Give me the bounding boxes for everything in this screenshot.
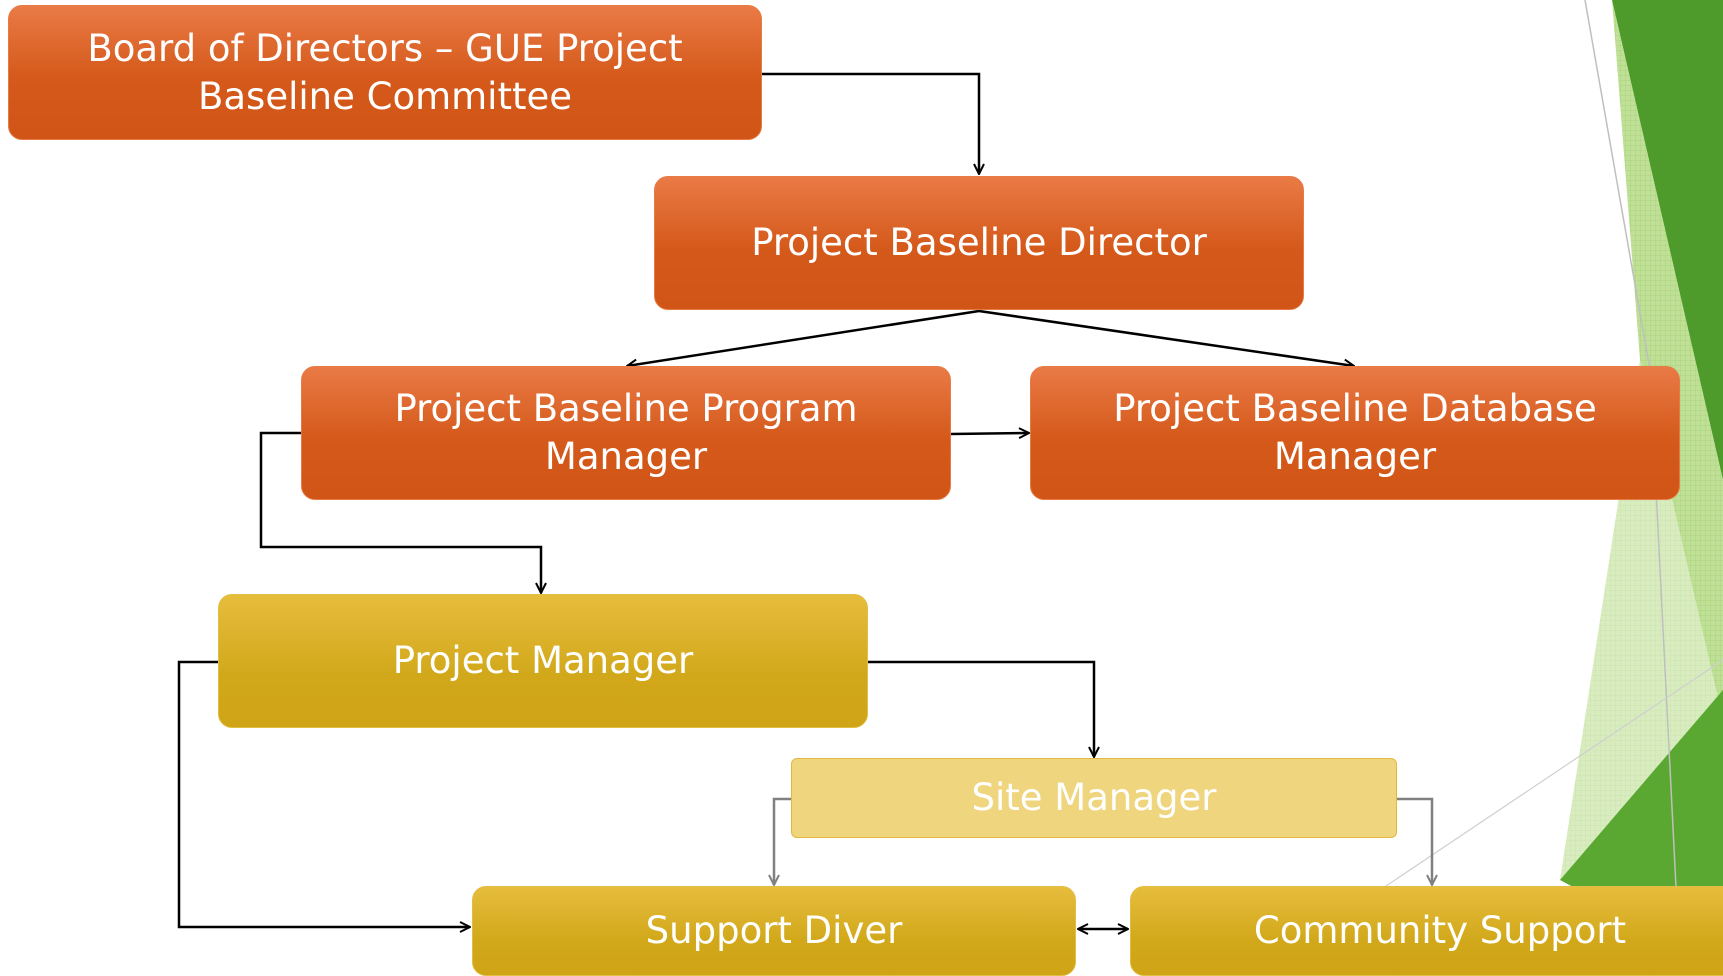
connector-site-manager-to-community-support <box>1397 797 1432 885</box>
support-diver-label: Support Diver <box>645 909 903 952</box>
program-manager-label-line1: Project Baseline Program <box>394 387 858 430</box>
project-manager-label: Project Manager <box>392 639 694 682</box>
support-diver-box: Support Diver <box>472 886 1076 976</box>
program-manager-label-line2: Manager <box>544 435 708 478</box>
connector-director-to-program-manager <box>627 309 980 366</box>
connector-site-manager-to-support-diver <box>774 797 791 885</box>
site-manager-box: Site Manager <box>791 758 1397 838</box>
connector-director-to-database-manager <box>978 309 1354 366</box>
connector-board-to-director <box>762 72 979 174</box>
decorative-line <box>1379 659 1723 891</box>
decorative-grid-panel <box>1612 0 1723 720</box>
board-of-directors-box: Board of Directors – GUE Project Baselin… <box>8 5 762 140</box>
site-manager-label: Site Manager <box>971 776 1217 819</box>
connector-program-to-database-manager <box>950 433 1029 434</box>
database-manager-label-line1: Project Baseline Database <box>1113 387 1597 430</box>
board-label-line1: Board of Directors – GUE Project <box>87 26 683 70</box>
project-baseline-director-box: Project Baseline Director <box>654 176 1304 310</box>
database-manager-box: Project Baseline Database Manager <box>1030 366 1680 500</box>
connector-project-manager-to-site-manager <box>868 660 1094 757</box>
project-manager-box: Project Manager <box>218 594 868 728</box>
decorative-line <box>1584 0 1651 371</box>
community-support-label: Community Support <box>1253 909 1627 952</box>
database-manager-label-line2: Manager <box>1273 435 1437 478</box>
director-label: Project Baseline Director <box>751 221 1207 264</box>
connector-project-manager-to-support-diver <box>177 660 470 927</box>
community-support-box: Community Support <box>1130 886 1723 976</box>
program-manager-box: Project Baseline Program Manager <box>301 366 951 500</box>
board-label-line2: Baseline Committee <box>197 74 572 118</box>
connector-program-to-project-manager <box>259 431 541 593</box>
